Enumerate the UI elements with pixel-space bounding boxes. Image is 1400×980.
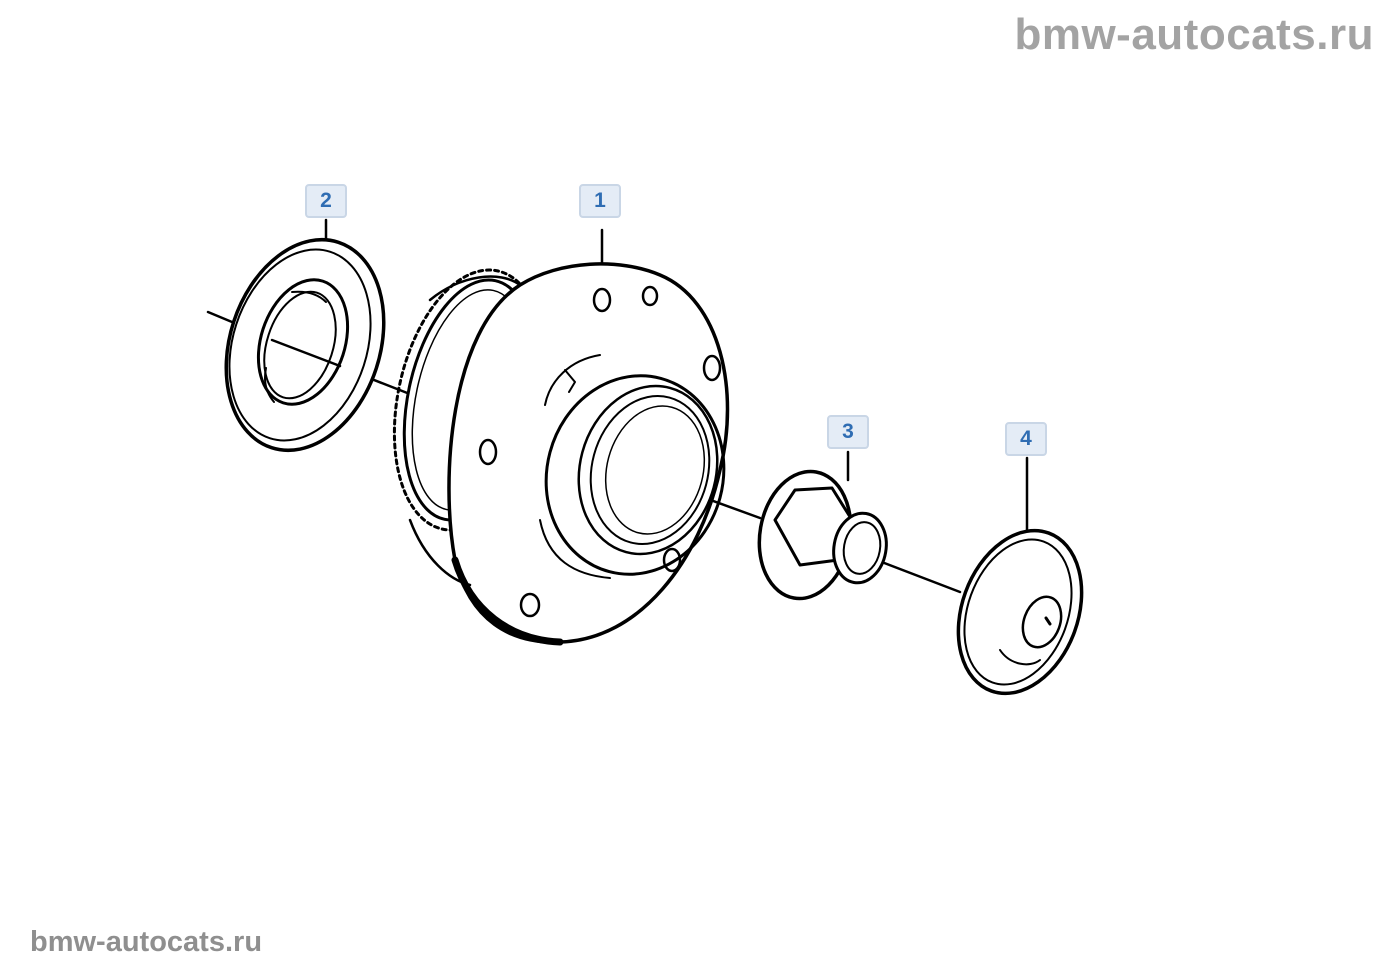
wheel-hub-drawing [392, 228, 730, 646]
watermark-bottom: bmw-autocats.ru [30, 926, 263, 958]
collar-nut-drawing [757, 450, 888, 601]
dust-cap-drawing [956, 456, 1084, 696]
watermark-top: bmw-autocats.ru [1014, 10, 1374, 59]
seal-ring-drawing [224, 237, 386, 453]
callout-3[interactable]: 3 [827, 415, 869, 449]
callout-4[interactable]: 4 [1005, 422, 1047, 456]
callout-1[interactable]: 1 [579, 184, 621, 218]
callout-2[interactable]: 2 [305, 184, 347, 218]
